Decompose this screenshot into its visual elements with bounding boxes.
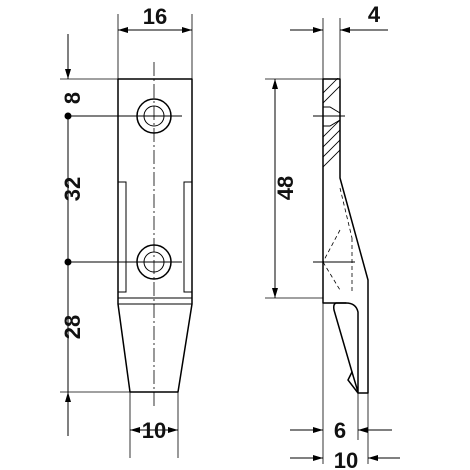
dim-hole-spacing-label: 32 <box>60 177 85 201</box>
side-view: 4 48 6 10 <box>265 2 400 470</box>
dim-hole-offset-label: 8 <box>60 92 85 104</box>
dim-width-top: 16 <box>117 4 193 79</box>
front-view: 16 8 32 28 10 <box>60 4 193 458</box>
dim-bottom-length-label: 28 <box>60 315 85 339</box>
dim-thickness-label: 4 <box>368 2 381 27</box>
side-tip <box>347 371 359 394</box>
slot-outline <box>118 181 192 293</box>
dim-height: 48 <box>265 78 323 299</box>
dim-width-bottom: 10 <box>129 392 179 458</box>
side-outline <box>322 78 369 394</box>
dim-total-depth: 10 <box>290 393 400 470</box>
dim-width-bottom-label: 10 <box>142 418 166 443</box>
section-hatch <box>323 78 340 168</box>
dim-thickness: 4 <box>290 2 388 79</box>
dim-chain-left: 8 32 28 <box>60 34 130 436</box>
dim-width-top-label: 16 <box>143 4 167 29</box>
dim-bend-offset-label: 6 <box>334 418 346 443</box>
side-outline-left <box>322 78 347 304</box>
dim-bend-offset: 6 <box>290 303 392 464</box>
dim-total-depth-label: 10 <box>334 448 358 470</box>
dim-height-label: 48 <box>273 176 298 200</box>
